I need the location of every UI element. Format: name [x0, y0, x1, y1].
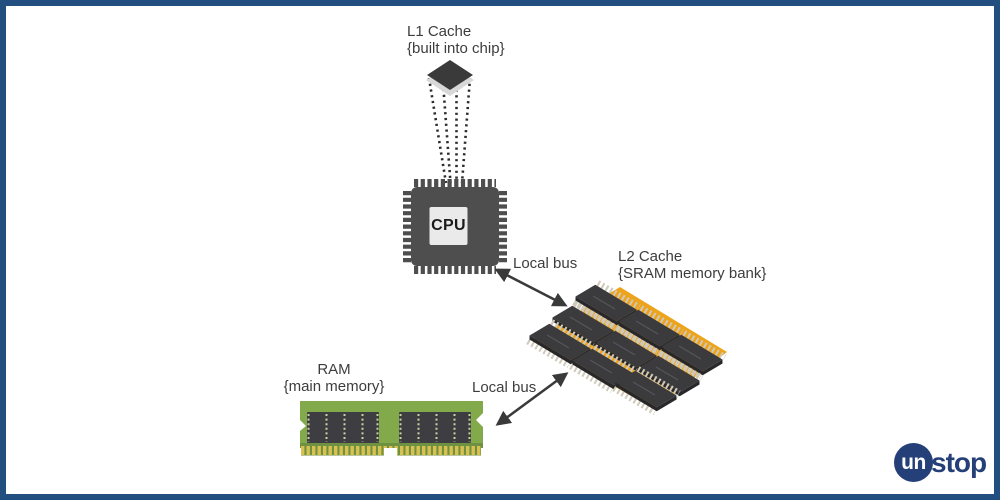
- unstop-logo-text: stop: [931, 446, 987, 478]
- cpu-chip-icon: [403, 179, 507, 274]
- l1-cache-title: L1 Cache: [407, 23, 472, 40]
- ram-module-icon: [300, 401, 483, 457]
- ram-label: RAM {main memory}: [278, 361, 390, 395]
- local-bus-arrow-l2-ram: [495, 372, 569, 426]
- l2-board-icon: [528, 283, 727, 412]
- unstop-logo-circle: un: [894, 443, 933, 482]
- ram-title: RAM: [317, 361, 351, 378]
- unstop-logo: un stop: [894, 443, 987, 482]
- ram-subtitle: {main memory}: [283, 377, 385, 395]
- l1-cache-label: L1 Cache {built into chip}: [407, 23, 505, 57]
- local-bus-label-cpu-l2: Local bus: [513, 255, 578, 272]
- local-bus-label-l2-ram: Local bus: [472, 379, 537, 396]
- l1-chip-icon: [426, 60, 474, 96]
- cpu-label: CPU: [431, 217, 466, 234]
- l1-cache-subtitle: {built into chip}: [407, 39, 505, 57]
- l2-cache-label: L2 Cache {SRAM memory bank}: [618, 248, 767, 282]
- l2-cache-title: L2 Cache: [618, 248, 683, 265]
- l1-projection-lines: [427, 77, 472, 184]
- local-bus-arrow-cpu-l2: [494, 268, 568, 307]
- l2-cache-subtitle: {SRAM memory bank}: [618, 264, 767, 282]
